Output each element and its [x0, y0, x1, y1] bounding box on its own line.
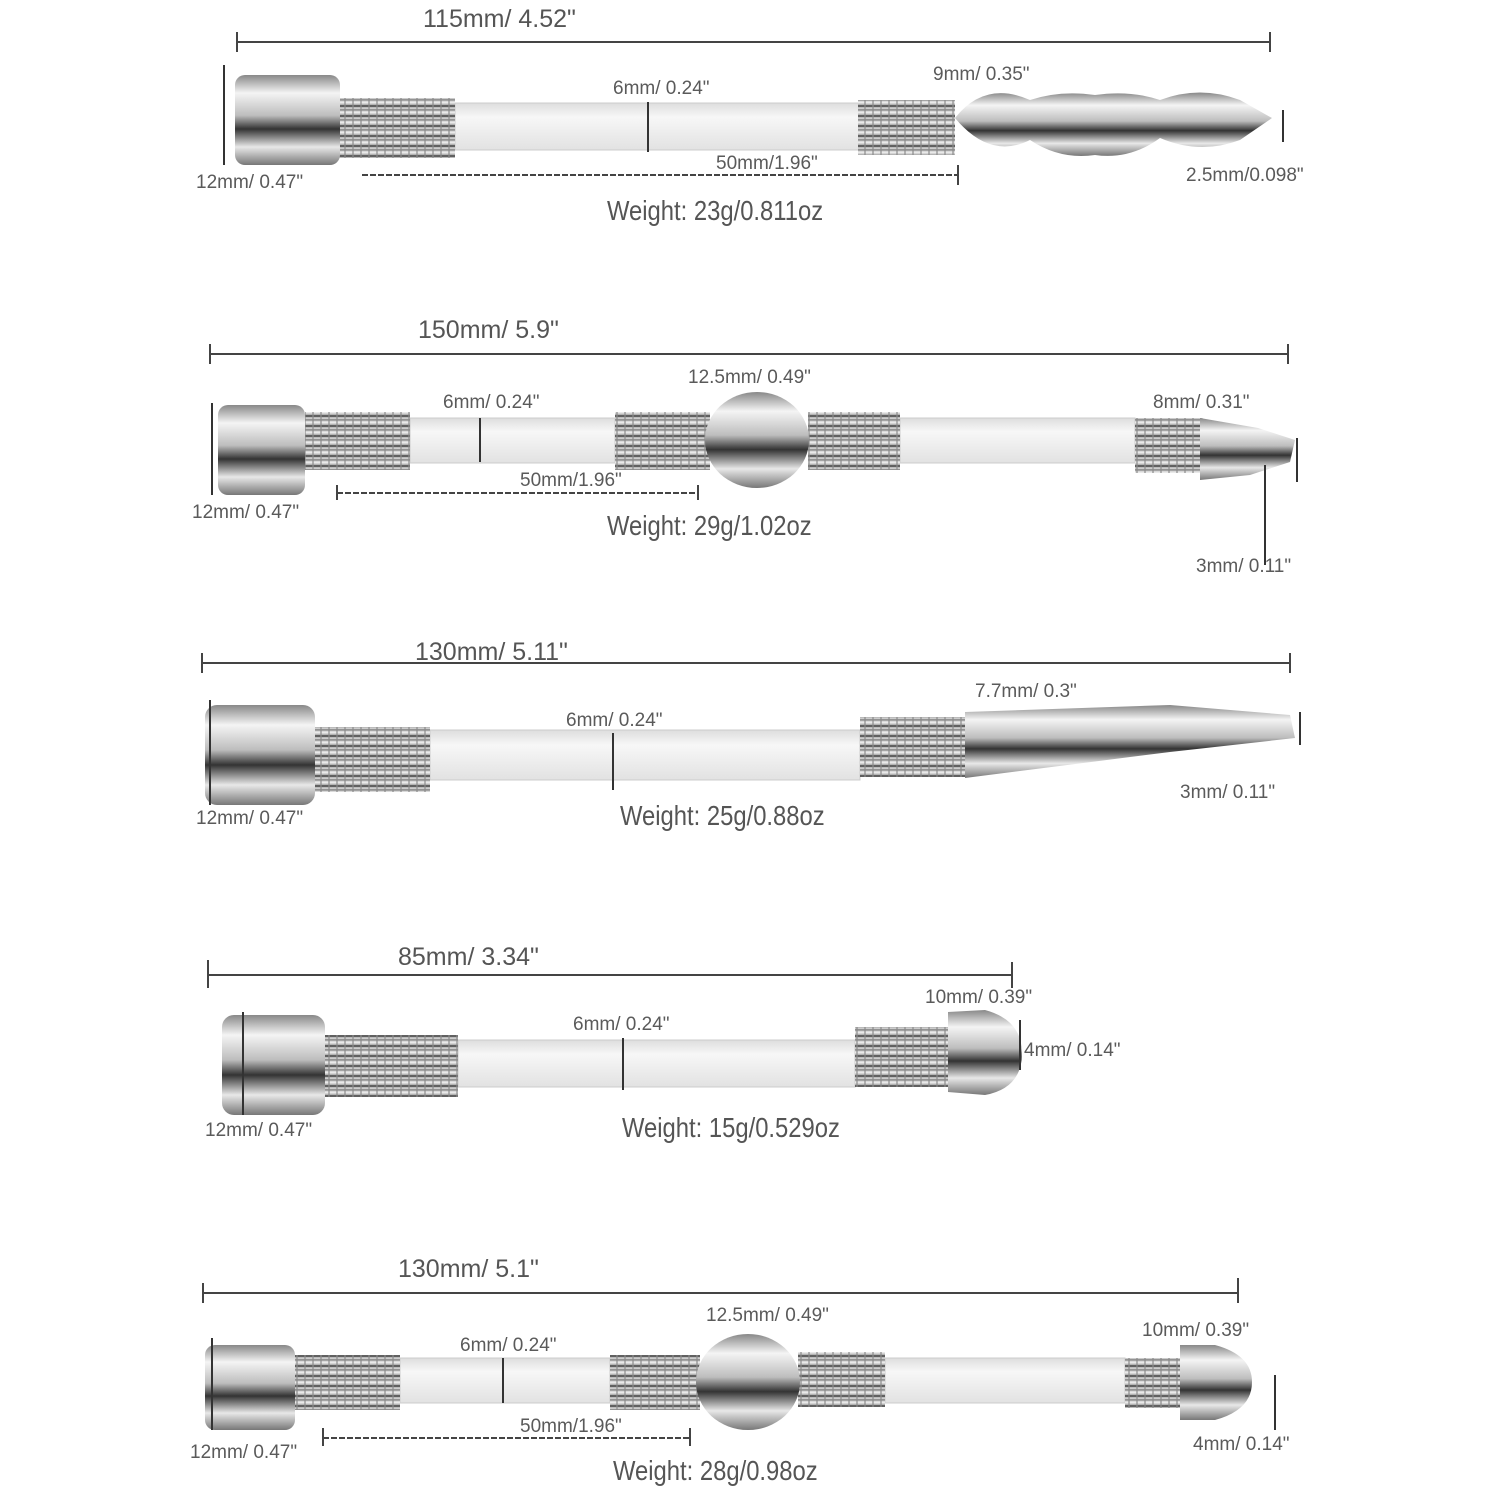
total-length-label: 130mm/ 5.1" [398, 1255, 539, 1283]
rod-2 [218, 392, 1295, 495]
rod-4 [222, 1010, 1022, 1115]
tube-diameter-label: 6mm/ 0.24" [613, 78, 710, 99]
total-length-label: 150mm/ 5.9" [418, 316, 559, 344]
end-diameter-label: 4mm/ 0.14" [1193, 1434, 1290, 1455]
rod-5 [205, 1334, 1252, 1430]
tip-diameter-label: 10mm/ 0.39" [925, 987, 1033, 1008]
weight-label: Weight: 15g/0.529oz [622, 1112, 840, 1143]
cap-diameter-label: 12mm/ 0.47" [190, 1442, 298, 1463]
total-length-label: 130mm/ 5.11" [415, 638, 568, 666]
tip-diameter-label: 8mm/ 0.31" [1153, 392, 1250, 413]
tip-diameter-label: 10mm/ 0.39" [1142, 1320, 1250, 1341]
tube-diameter-label: 6mm/ 0.24" [573, 1014, 670, 1035]
insert-length-label: 50mm/1.96" [520, 470, 622, 491]
weight-label: Weight: 28g/0.98oz [613, 1455, 818, 1486]
weight-label: Weight: 23g/0.811oz [607, 195, 824, 226]
ball-diameter-label: 12.5mm/ 0.49" [688, 367, 811, 388]
rod-1 [235, 75, 1272, 165]
ball-diameter-label: 12.5mm/ 0.49" [706, 1305, 829, 1326]
insert-length-label: 50mm/1.96" [520, 1416, 622, 1437]
end-diameter-label: 2.5mm/0.098" [1186, 165, 1304, 186]
cap-diameter-label: 12mm/ 0.47" [205, 1120, 313, 1141]
weight-label: Weight: 25g/0.88oz [620, 800, 825, 831]
cap-diameter-label: 12mm/ 0.47" [196, 808, 304, 829]
total-length-label: 85mm/ 3.34" [398, 943, 539, 971]
end-diameter-label: 4mm/ 0.14" [1024, 1040, 1121, 1061]
end-diameter-label: 3mm/ 0.11" [1196, 556, 1292, 577]
cap-diameter-label: 12mm/ 0.47" [192, 502, 300, 523]
insert-length-label: 50mm/1.96" [716, 153, 818, 174]
total-length-label: 115mm/ 4.52" [423, 5, 576, 33]
rod-3 [205, 705, 1295, 805]
tube-diameter-label: 6mm/ 0.24" [460, 1335, 557, 1356]
tip-diameter-label: 9mm/ 0.35" [933, 64, 1030, 85]
tube-diameter-label: 6mm/ 0.24" [443, 392, 540, 413]
cap-diameter-label: 12mm/ 0.47" [196, 172, 304, 193]
tube-diameter-label: 6mm/ 0.24" [566, 710, 663, 731]
end-diameter-label: 3mm/ 0.11" [1180, 782, 1276, 803]
weight-label: Weight: 29g/1.02oz [607, 510, 812, 541]
tip-diameter-label: 7.7mm/ 0.3" [975, 681, 1077, 702]
